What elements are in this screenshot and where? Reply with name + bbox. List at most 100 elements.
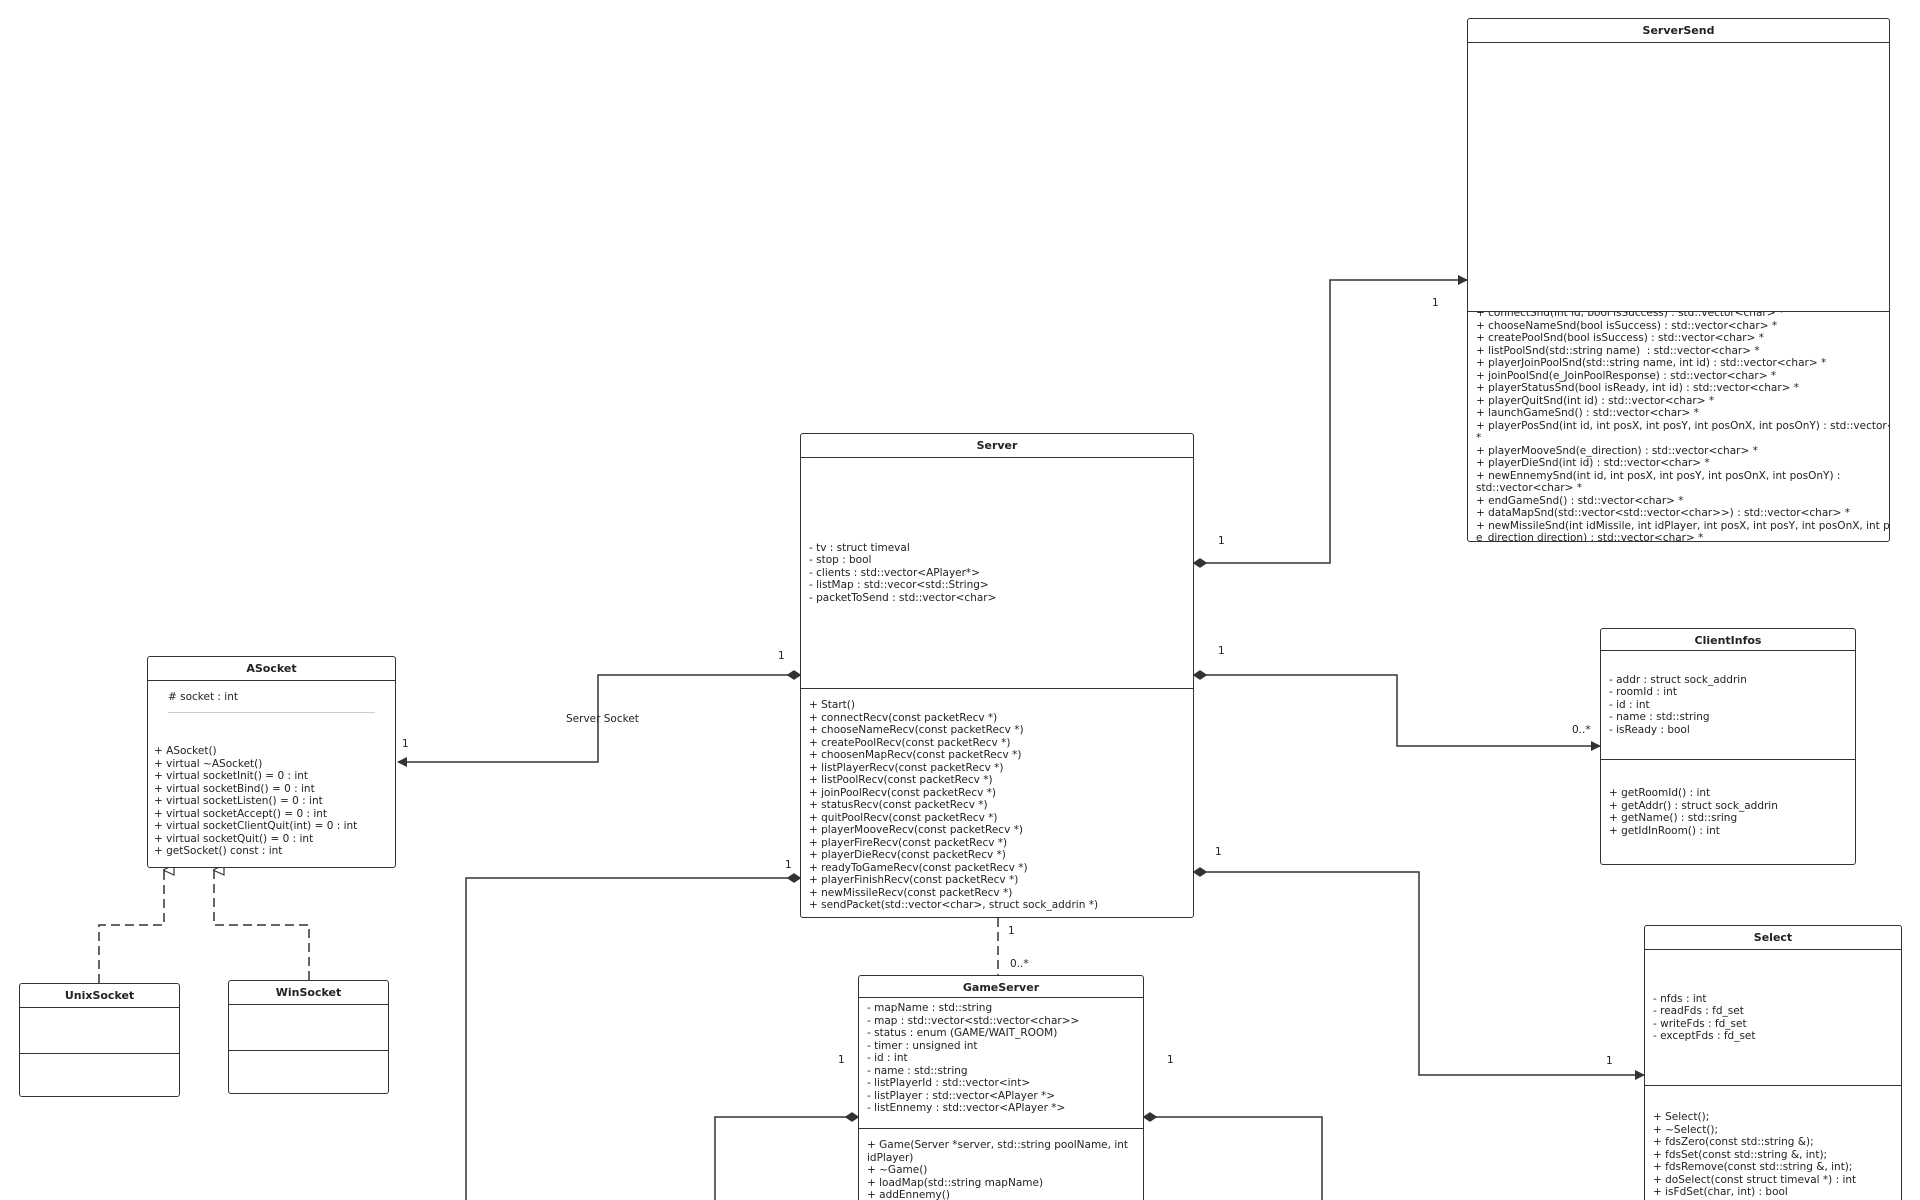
class-method: * [1476, 432, 1482, 444]
class-select[interactable]: Select - nfds : int- readFds : fd_set- w… [1644, 925, 1902, 1200]
class-method: + addEnnemy() [867, 1189, 950, 1200]
class-method: + joinPoolRecv(const packetRecv *) [809, 786, 997, 799]
class-attribute: - exceptFds : fd_set [1653, 1030, 1756, 1042]
class-method: + getSocket() const : int [154, 845, 283, 857]
method-list: + Game(Server *server, std::string poolN… [867, 1139, 1135, 1200]
composition-diamond-asocket [786, 670, 802, 680]
connector-gameserver-left [714, 1116, 852, 1200]
class-title: Server [801, 434, 1193, 458]
connector-server-asocket [397, 674, 794, 767]
class-method: + virtual socketAccept() = 0 : int [154, 807, 328, 820]
class-method: + ~Game() [867, 1164, 928, 1176]
attributes-section: # socket : int [148, 681, 395, 741]
class-method: e_direction direction) : std::vector<cha… [1476, 532, 1704, 541]
class-method: + launchGameSnd() : std::vector<char> * [1476, 407, 1699, 419]
class-method: + playerDieSnd(int id) : std::vector<cha… [1476, 457, 1710, 469]
class-method: + getRoomId() : int [1609, 787, 1711, 799]
class-server[interactable]: Server - tv : struct timeval- stop : boo… [800, 433, 1194, 918]
class-title: ASocket [148, 657, 395, 681]
class-method: + doSelect(const struct timeval *) : int [1653, 1173, 1857, 1186]
connector-server-serversend [1205, 275, 1468, 564]
attribute-list: # socket : int [168, 691, 375, 704]
class-method: + playerDieRecv(const packetRecv *) [809, 849, 1006, 861]
class-method: + dataMapSnd(std::vector<std::vector<cha… [1476, 507, 1850, 519]
class-title: WinSocket [229, 981, 388, 1005]
class-attribute: - tv : struct timeval [809, 541, 910, 554]
class-attribute: - map : std::vector<std::vector<char>> [867, 1014, 1080, 1027]
multiplicity-select-src: 1 [1215, 846, 1222, 858]
class-method: + getName() : std::sring [1609, 812, 1738, 824]
class-unixsocket[interactable]: UnixSocket [19, 983, 180, 1097]
attribute-list: - addr : struct sock_addrin- roomId : in… [1609, 674, 1747, 737]
methods-section: + connectSnd(int id, bool isSuccess) : s… [1468, 311, 1889, 541]
class-serversend[interactable]: ServerSend + connectSnd(int id, bool isS… [1467, 18, 1890, 542]
composition-diamond-game-right [1142, 1112, 1158, 1122]
class-attribute: - stop : bool [809, 554, 872, 567]
class-clientinfos[interactable]: ClientInfos - addr : struct sock_addrin-… [1600, 628, 1856, 865]
class-method: + playerFireRecv(const packetRecv *) [809, 836, 1008, 849]
class-method: + newEnnemySnd(int id, int posX, int pos… [1476, 469, 1841, 482]
class-method: + playerMooveRecv(const packetRecv *) [809, 824, 1023, 836]
multiplicity-asocket-dst: 1 [402, 738, 409, 750]
class-method: + playerMooveSnd(e_direction) : std::vec… [1476, 444, 1758, 457]
class-attribute: - listPlayerId : std::vector<int> [867, 1077, 1031, 1089]
methods-section: + Start()+ connectRecv(const packetRecv … [801, 688, 1193, 917]
class-gameserver[interactable]: GameServer - mapName : std::string- map … [858, 975, 1144, 1200]
attribute-list: - tv : struct timeval- stop : bool- clie… [809, 542, 996, 605]
class-method: + createPoolSnd(bool isSuccess) : std::v… [1476, 332, 1764, 344]
methods-section: + getRoomId() : int+ getAddr() : struct … [1601, 759, 1855, 864]
class-attribute: - id : int [867, 1052, 908, 1064]
method-list: + getRoomId() : int+ getAddr() : struct … [1609, 787, 1778, 837]
methods-section: + Select();+ ~Select();+ fdsZero(const s… [1645, 1085, 1901, 1200]
connector-server-clientinfos [1205, 674, 1601, 751]
class-attribute: - timer : unsigned int [867, 1039, 978, 1052]
association-label-server-socket: Server Socket [566, 713, 639, 725]
class-method: + listPoolSnd(std::string name) : std::v… [1476, 344, 1760, 357]
method-list: + Start()+ connectRecv(const packetRecv … [809, 699, 1185, 912]
class-attribute: - writeFds : fd_set [1653, 1017, 1747, 1030]
class-method: + isFdSet(char, int) : bool [1653, 1186, 1788, 1198]
multiplicity-gameserver-src: 1 [1008, 925, 1015, 937]
attributes-section: - addr : struct sock_addrin- roomId : in… [1601, 651, 1855, 759]
multiplicity-serversend-src: 1 [1218, 535, 1225, 547]
class-title: GameServer [859, 976, 1143, 998]
method-list: + connectSnd(int id, bool isSuccess) : s… [1476, 311, 1889, 541]
attributes-section: - tv : struct timeval- stop : bool- clie… [801, 458, 1193, 688]
multiplicity-left-src: 1 [785, 859, 792, 871]
class-title: Select [1645, 926, 1901, 950]
class-attribute: - listPlayer : std::vector<APlayer *> [867, 1089, 1056, 1102]
class-method: + listPoolRecv(const packetRecv *) [809, 774, 993, 786]
class-method: + joinPoolSnd(e_JoinPoolResponse) : std:… [1476, 369, 1777, 382]
class-attribute: - listEnnemy : std::vector<APlayer *> [867, 1102, 1066, 1114]
class-method: idPlayer) [867, 1151, 914, 1164]
methods-section: + ASocket()+ virtual ~ASocket()+ virtual… [148, 745, 395, 867]
class-title: ServerSend [1468, 19, 1889, 43]
attributes-section: - nfds : int- readFds : fd_set- writeFds… [1645, 950, 1901, 1085]
class-attribute: - roomId : int [1609, 686, 1677, 699]
class-method: + loadMap(std::string mapName) [867, 1176, 1044, 1189]
multiplicity-game-left: 1 [838, 1054, 845, 1066]
connector-server-select [1205, 871, 1645, 1080]
realization-unixsocket-asocket [98, 870, 164, 983]
class-method: + ~Select(); [1653, 1123, 1719, 1136]
class-method: + Game(Server *server, std::string poolN… [867, 1139, 1129, 1151]
class-method: + chooseNameRecv(const packetRecv *) [809, 724, 1024, 736]
class-attribute: - name : std::string [1609, 711, 1710, 724]
method-list: + ASocket()+ virtual ~ASocket()+ virtual… [154, 745, 389, 858]
class-title: ClientInfos [1601, 629, 1855, 651]
attributes-section [20, 1008, 179, 1053]
class-method: + virtual socketBind() = 0 : int [154, 782, 315, 795]
class-method: + getAddr() : struct sock_addrin [1609, 799, 1778, 812]
methods-section [229, 1050, 388, 1093]
attribute-list: - mapName : std::string- map : std::vect… [867, 1002, 1135, 1115]
class-method: + playerPosSnd(int id, int posX, int pos… [1476, 419, 1889, 432]
class-winsocket[interactable]: WinSocket [228, 980, 389, 1094]
class-method: + virtual socketListen() = 0 : int [154, 795, 323, 807]
class-method: + quitPoolRecv(const packetRecv *) [809, 811, 998, 824]
class-method: + newMissileRecv(const packetRecv *) [809, 886, 1013, 899]
class-method: + virtual socketQuit() = 0 : int [154, 832, 314, 845]
class-asocket[interactable]: ASocket # socket : int + ASocket()+ virt… [147, 656, 396, 868]
class-method: + Start() [809, 699, 855, 711]
class-method: + connectSnd(int id, bool isSuccess) : s… [1476, 311, 1785, 319]
